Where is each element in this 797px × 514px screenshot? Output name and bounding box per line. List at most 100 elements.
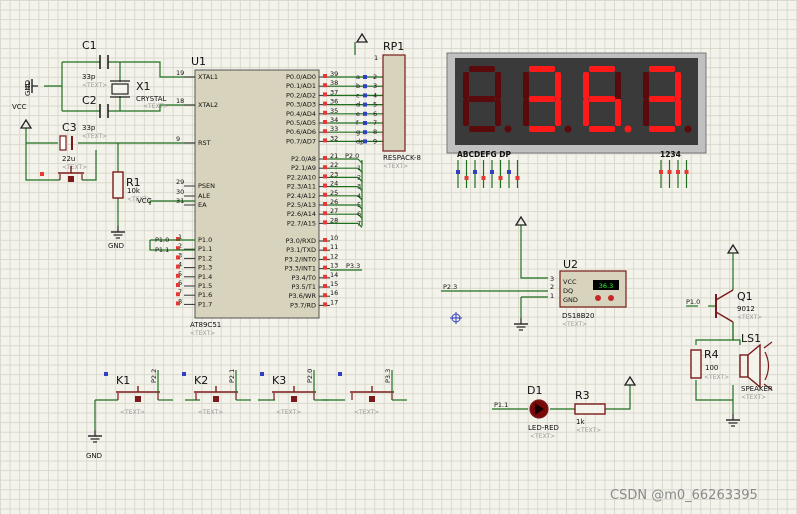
u2-text: <TEXT>: [562, 321, 587, 328]
pin-state: [363, 84, 367, 89]
p2-wire: [357, 195, 363, 201]
p2-wire: [357, 167, 363, 173]
mcu-pin-num: 35: [330, 107, 338, 115]
ls1-ref: LS1: [741, 332, 761, 345]
pin-state: [323, 183, 327, 188]
p0-net-label: d: [356, 101, 360, 109]
capacitor-c3[interactable]: [59, 135, 73, 151]
led-d1[interactable]: [529, 399, 549, 419]
pin-state: [323, 256, 327, 261]
mcu-pin-num: 4: [178, 261, 182, 269]
net-p1-1: P1.1: [155, 246, 169, 254]
pin-state: [363, 102, 367, 107]
mcu-at89c51[interactable]: [194, 69, 320, 319]
ds18b20-sensor[interactable]: 36.3: [559, 270, 627, 308]
p2-wire: [357, 213, 363, 219]
x1-value: CRYSTAL: [136, 95, 167, 103]
resistor-r1[interactable]: [112, 171, 124, 199]
mcu-pin-num: 31: [176, 197, 184, 205]
pin-state: [323, 174, 327, 179]
rp1-pin-num: 9: [373, 137, 377, 145]
speaker-ls1[interactable]: [739, 341, 773, 391]
transistor-q1[interactable]: [715, 289, 734, 323]
mcu-pin-name: P0.6/AD6: [286, 128, 316, 136]
digit-segment: [583, 72, 589, 99]
capacitor-c1[interactable]: [99, 55, 109, 69]
digit-segment: [555, 99, 561, 126]
mcu-pin-name: P3.2/INT0: [285, 255, 316, 263]
digit-segment: [469, 66, 495, 72]
mcu-pin-name: P1.1: [198, 245, 212, 253]
p0-net-label: e: [356, 110, 360, 118]
watermark: CSDN @m0_66263395: [610, 488, 758, 503]
rp1-pin-num: 4: [373, 91, 377, 99]
digit-dp: [624, 125, 632, 133]
mcu-pin-num: 1: [178, 233, 182, 241]
pin-state: [323, 120, 327, 124]
mcu-pin-name: P0.0/AD0: [286, 73, 316, 81]
digit-segment: [523, 72, 529, 99]
c1-text: <TEXT>: [82, 82, 107, 89]
key-state: [213, 396, 219, 402]
c1-value: 33p: [82, 73, 96, 81]
seven-segment-display[interactable]: 36.3: [423, 0, 707, 154]
display-pins: [456, 160, 689, 188]
mcu-pin-name: P2.5/A13: [287, 201, 316, 209]
mcu-pin-name: P0.3/AD3: [286, 101, 316, 109]
pin-state: [323, 129, 327, 134]
mcu-pin-name: P2.3/A11: [287, 183, 316, 191]
mcu-pin-name: P1.6: [198, 291, 212, 299]
p0-net-label: a: [356, 73, 360, 81]
digit-segment: [529, 126, 555, 132]
capacitor-c2[interactable]: [99, 104, 109, 118]
p2-net-label: 6: [357, 210, 361, 218]
q1-text: <TEXT>: [737, 314, 762, 321]
key-net-label: P2.2: [150, 369, 158, 383]
pin-state: [659, 170, 663, 174]
net-p1-1-led: P1.1: [494, 401, 508, 409]
mcu-pin-name: P2.0/A8: [291, 155, 316, 163]
crystal-x1[interactable]: [110, 80, 130, 98]
p2-net-label: P2.0: [345, 152, 359, 160]
mcu-pin-num: 5: [178, 270, 182, 278]
key-text: <TEXT>: [198, 409, 223, 416]
resistor-r4[interactable]: [690, 349, 702, 379]
p2-net-label: 2: [357, 173, 361, 181]
pin-state: [323, 202, 327, 206]
mcu-pin-num: 2: [178, 242, 182, 250]
p2-net-label: 7: [357, 219, 361, 227]
gnd-label-osc: GND: [24, 80, 32, 96]
pin-state: [323, 265, 327, 270]
pin-state: [323, 110, 327, 115]
mcu-pin-num: 19: [176, 69, 184, 77]
resistor-r3[interactable]: [574, 403, 606, 415]
mcu-pin-num: 16: [330, 289, 338, 297]
mcu-pin-name: XTAL2: [198, 101, 218, 109]
mcu-pin-name: PSEN: [198, 182, 215, 190]
pin-state: [323, 293, 327, 298]
key-state: [291, 396, 297, 402]
pin-state: [498, 176, 503, 180]
rp1-ref: RP1: [383, 40, 404, 53]
pin-state: [363, 93, 367, 98]
reset-circuit: VCC C3 22u <TEXT> R1 10k <TEXT> GND: [12, 103, 195, 250]
pin-state: [676, 170, 680, 174]
q1-ref: Q1: [737, 290, 753, 303]
pin-state: [323, 302, 327, 307]
respack-rp1[interactable]: [382, 54, 406, 152]
pin-state: [323, 101, 327, 106]
mcu-pin-name: P1.4: [198, 273, 212, 281]
ds18b20-circuit: [441, 216, 548, 331]
p2-net-label: 3: [357, 183, 361, 191]
digit-segment: [529, 66, 555, 72]
key-net-label: P2.1: [228, 369, 236, 383]
pin-state: [176, 255, 180, 260]
vcc-label-reset: VCC: [12, 103, 27, 111]
reset-button[interactable]: [40, 166, 84, 182]
pin-state: [363, 75, 367, 79]
digit-segment: [555, 72, 561, 99]
key-text: <TEXT>: [120, 409, 145, 416]
mcu-pin-name: P2.2/A10: [287, 173, 316, 181]
